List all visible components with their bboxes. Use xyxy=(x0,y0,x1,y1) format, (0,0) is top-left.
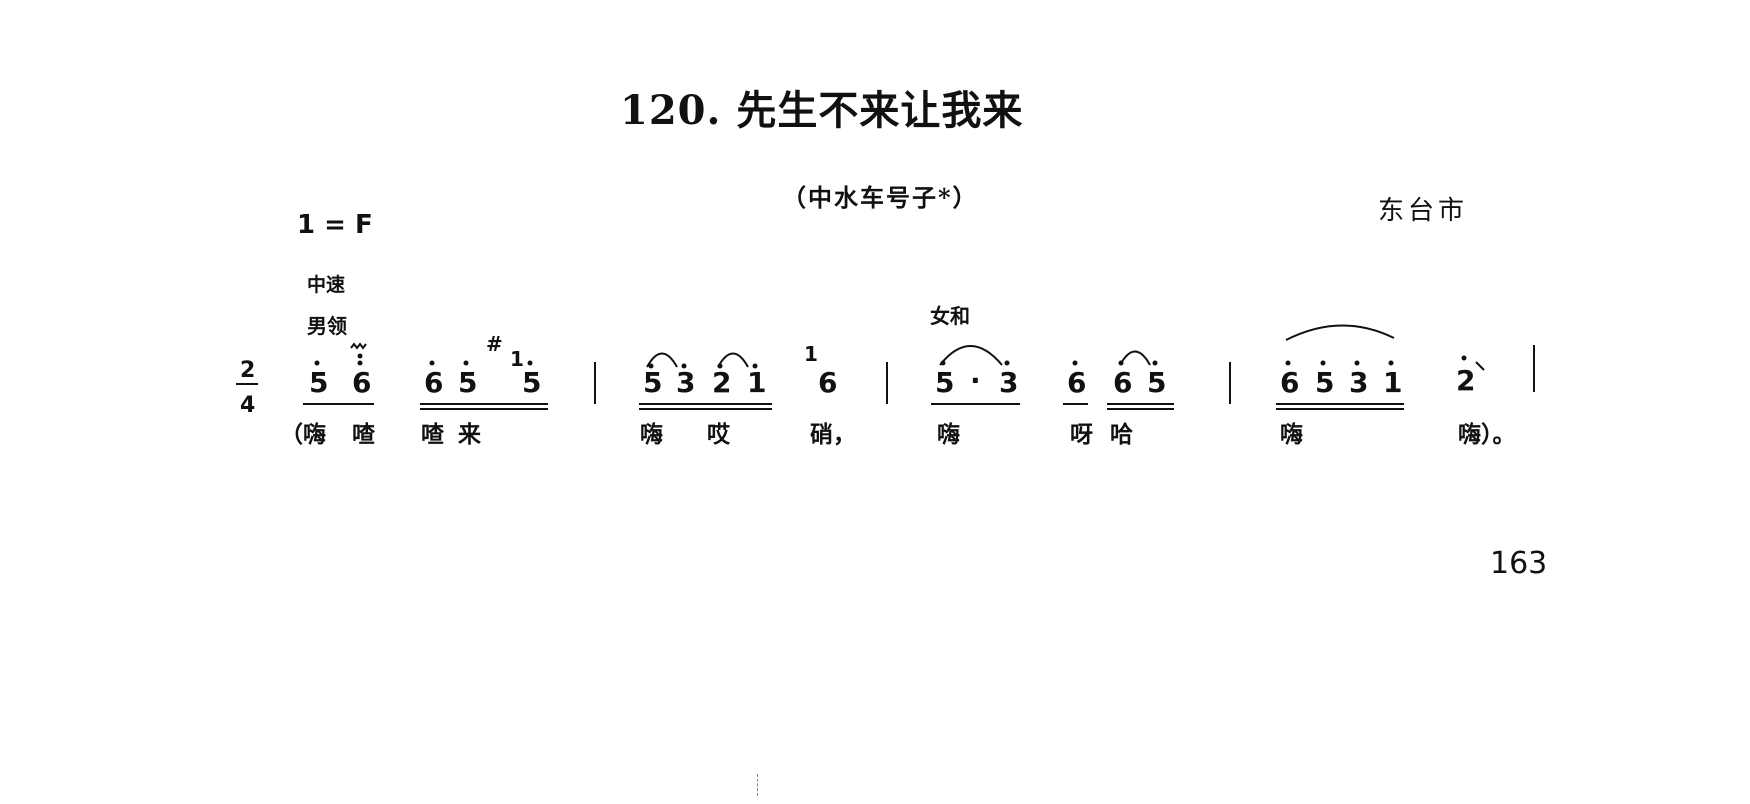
note-m3-2: 3 xyxy=(999,366,1018,399)
note-m2-4: 1 xyxy=(747,366,766,399)
high-dot xyxy=(357,360,363,366)
lyric: 喳 xyxy=(352,422,376,448)
lyric-close: 嗨）。 xyxy=(1458,421,1516,448)
high-dot xyxy=(1118,360,1124,366)
lead-voice-label: 男领 xyxy=(307,314,347,338)
high-dot xyxy=(1354,360,1360,366)
high-dot xyxy=(1461,355,1467,361)
note-m1-4: 5 xyxy=(458,366,477,399)
note-m1-3: 6 xyxy=(424,366,443,399)
high-dot xyxy=(429,360,435,366)
song-title: 120. 先生不来让我来 xyxy=(620,87,1024,134)
note-m3-3: 6 xyxy=(1067,366,1086,399)
tempo-marking: 中速 xyxy=(307,274,346,296)
lyric: 嗨 xyxy=(1280,421,1303,448)
song-subtitle: （中水车号子*） xyxy=(782,183,979,212)
high-dot xyxy=(1004,360,1010,366)
note-m1-2: 6 xyxy=(352,366,371,399)
note-m2-2: 3 xyxy=(676,366,695,399)
slur xyxy=(646,352,678,368)
note-m1-5: 5 xyxy=(522,366,541,399)
note-m3-1: 5 xyxy=(935,366,954,399)
high-dot xyxy=(1320,360,1326,366)
high-dot xyxy=(648,363,654,369)
breath-mark xyxy=(1475,361,1485,371)
high-dot xyxy=(1072,360,1078,366)
lyric: 哈 xyxy=(1110,422,1133,448)
lyric: 喳 xyxy=(421,422,445,448)
dotted-rhythm: · xyxy=(970,364,981,397)
lyric: 硝， xyxy=(810,422,856,448)
page-number: 163 xyxy=(1490,546,1548,581)
lyric: 嗨 xyxy=(640,421,663,448)
note-m4-1: 6 xyxy=(1280,366,1299,399)
song-region: 东台市 xyxy=(1378,196,1469,226)
high-dot xyxy=(717,363,723,369)
note-m3-5: 5 xyxy=(1147,366,1166,399)
lyric: 来 xyxy=(458,422,482,448)
mordent-mark xyxy=(350,342,367,350)
lyric: 嗨 xyxy=(937,421,960,448)
grace-note-sharp: 1 xyxy=(510,347,524,371)
note-m2-5: 6 xyxy=(818,366,837,399)
slur xyxy=(1285,324,1395,341)
high-dot xyxy=(752,363,758,369)
note-m4-2: 5 xyxy=(1315,366,1334,399)
sharp-sign: # xyxy=(486,332,503,356)
note-m4-5: 2 xyxy=(1456,364,1475,397)
lyric-open: （嗨 xyxy=(280,421,326,448)
chorus-voice-label: 女和 xyxy=(930,304,970,328)
note-m4-3: 3 xyxy=(1349,366,1368,399)
note-m4-4: 1 xyxy=(1383,366,1402,399)
high-dot xyxy=(314,360,320,366)
gutter-mark xyxy=(757,774,759,796)
high-dot xyxy=(1152,360,1158,366)
lyric: 呀 xyxy=(1070,422,1093,448)
time-signature-top: 2 xyxy=(240,358,255,383)
high-dot xyxy=(1388,360,1394,366)
high-dot xyxy=(1285,360,1291,366)
high-dot xyxy=(940,360,946,366)
note-m3-4: 6 xyxy=(1113,366,1132,399)
slur xyxy=(939,345,1003,366)
slur xyxy=(1119,350,1151,366)
high-dot xyxy=(357,353,363,359)
note-m2-1: 5 xyxy=(643,366,662,399)
note-m1-1: 5 xyxy=(309,366,328,399)
slur xyxy=(717,352,749,368)
high-dot xyxy=(681,363,687,369)
high-dot xyxy=(463,360,469,366)
high-dot xyxy=(527,360,533,366)
note-m2-3: 2 xyxy=(712,366,731,399)
grace-note: 1 xyxy=(804,342,818,366)
key-signature: 1 = F xyxy=(297,210,373,240)
lyric: 哎 xyxy=(707,422,731,448)
time-signature-bottom: 4 xyxy=(240,393,255,418)
